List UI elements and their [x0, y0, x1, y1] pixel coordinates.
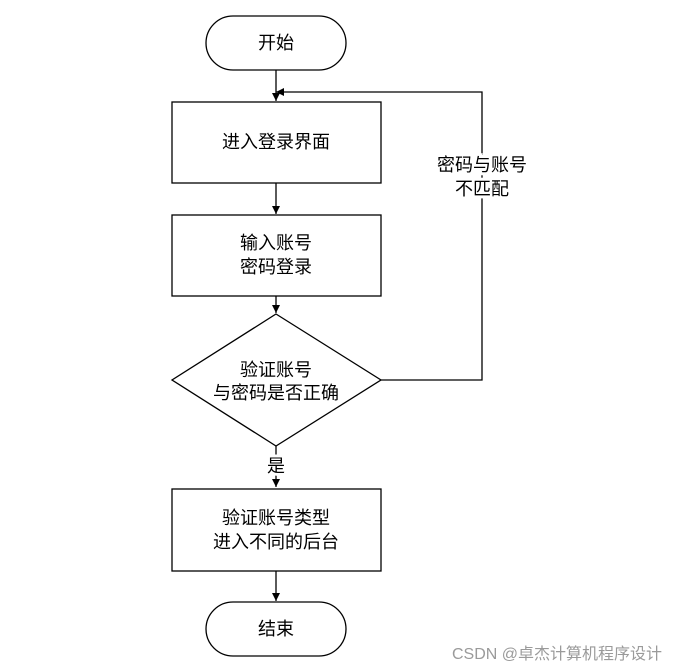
mismatch-label-line1: 密码与账号 — [437, 155, 527, 176]
input-label-line2: 密码登录 — [240, 257, 312, 278]
edge-mismatch-loop — [276, 88, 483, 381]
input-credentials-node — [171, 214, 382, 297]
login-screen-label: 进入登录界面 — [222, 132, 330, 153]
verify-label-line2: 与密码是否正确 — [213, 383, 339, 404]
yes-label: 是 — [267, 456, 285, 477]
type-label-line2: 进入不同的后台 — [213, 532, 339, 553]
end-node — [205, 601, 347, 657]
watermark: CSDN @卓杰计算机程序设计 — [452, 644, 662, 663]
account-type-node — [171, 488, 382, 572]
mismatch-label-line2: 不匹配 — [455, 179, 509, 200]
end-label: 结束 — [258, 619, 294, 640]
login-screen-node — [171, 101, 382, 184]
start-label: 开始 — [258, 33, 294, 54]
type-label-line1: 验证账号类型 — [222, 508, 330, 529]
input-label-line1: 输入账号 — [240, 233, 312, 254]
verify-label-line1: 验证账号 — [240, 360, 312, 381]
